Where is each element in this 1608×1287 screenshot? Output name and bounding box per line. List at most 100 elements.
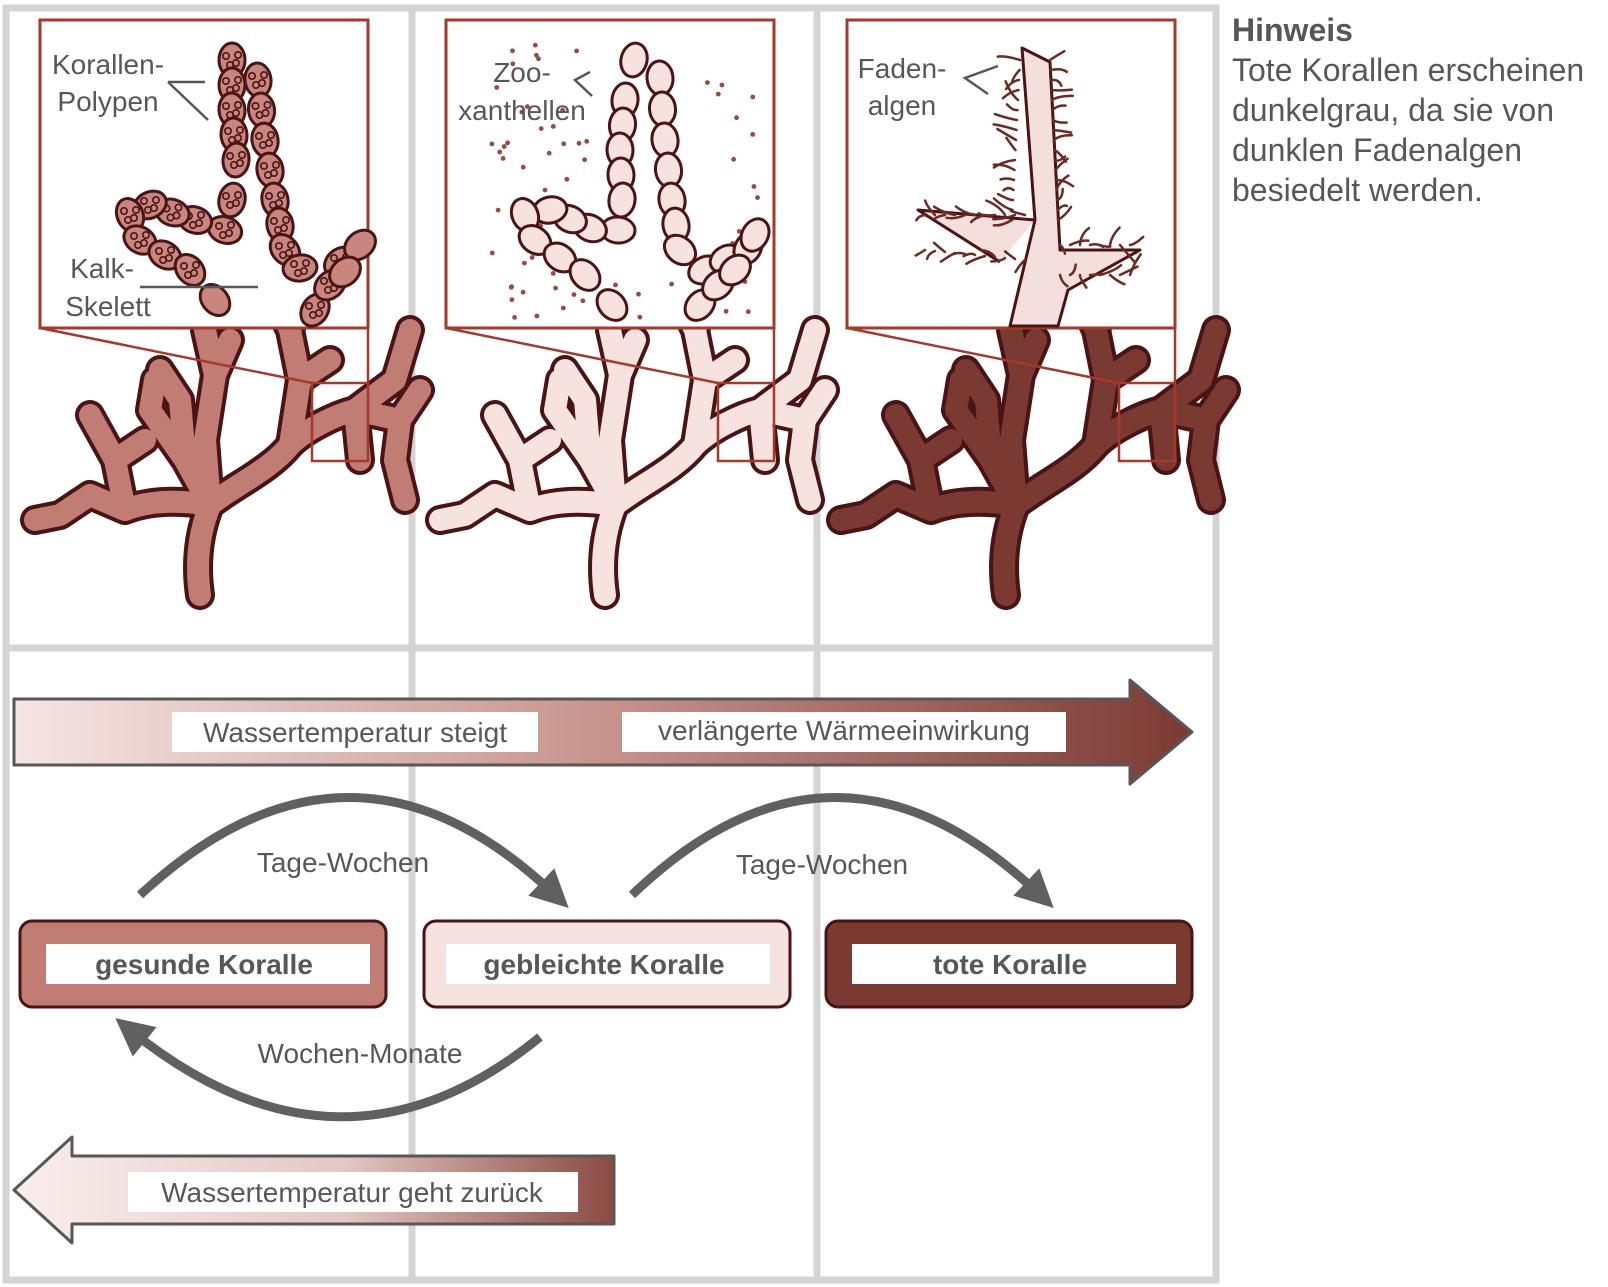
zooxanthella-dot [529, 255, 535, 260]
algae-filament [1053, 155, 1067, 162]
zooxanthella-spot [289, 259, 298, 268]
panel-healthy: Korallen- Polypen Kalk- Skelett [35, 18, 420, 595]
zooxanthella-dot [613, 282, 618, 288]
zooxanthella-dot [519, 109, 525, 115]
algae-filament [932, 241, 947, 254]
zooxanthella-spot [236, 126, 245, 135]
zooxanthella-spot [263, 171, 272, 180]
algae-filament [1068, 263, 1077, 277]
algae-filament [1108, 273, 1126, 286]
polyp [619, 41, 649, 79]
coral-healthy-illustration [35, 300, 420, 595]
zooxanthella-spot [266, 131, 275, 140]
algae-filament [1052, 134, 1074, 142]
algae-filament [991, 213, 1017, 221]
algae-filament [1054, 178, 1075, 188]
zooxanthella-dot [584, 138, 590, 144]
zooxanthella-dot [508, 284, 514, 290]
zooxanthella-dot [636, 291, 641, 297]
algae-filament [1005, 136, 1017, 152]
zooxanthella-spot [304, 301, 313, 310]
zoom-lines-bleached [445, 326, 776, 463]
state-dead-label: tote Koralle [933, 949, 1087, 980]
zooxanthella-spot [278, 251, 287, 260]
zooxanthella-spot [276, 191, 285, 200]
algae-filament [1055, 174, 1070, 192]
polyp [645, 59, 675, 97]
zooxanthella-spot [251, 102, 260, 111]
zooxanthella-spot [226, 201, 235, 210]
zooxanthella-spot [155, 247, 164, 256]
state-bleached-label: gebleichte Koralle [483, 949, 724, 980]
zooxanthella-spot [319, 276, 328, 285]
zooxanthella-spot [215, 222, 224, 231]
temperature-back-arrow: Wassertemperatur geht zurück [12, 1135, 616, 1245]
zooxanthella-spot [222, 77, 231, 86]
zooxanthella-spot [255, 132, 264, 141]
algae-filament [992, 197, 1014, 212]
zooxanthella-spot [180, 261, 189, 270]
zooxanthella-dot [576, 140, 582, 146]
algae-filament [992, 163, 1016, 172]
zooxanthella-spot [124, 216, 133, 225]
coral-bleached-illustration [440, 300, 825, 595]
polyp [647, 90, 678, 128]
algae-filament [962, 252, 977, 258]
algae-filament [989, 256, 1007, 263]
zooxanthella-spot [274, 242, 283, 251]
panel-dead: Faden- algen [841, 18, 1226, 595]
zooxanthella-dot [669, 281, 674, 287]
algae-filament [979, 248, 997, 259]
algae-filament [914, 248, 927, 257]
algae-filament [1056, 205, 1073, 222]
algae-filament [923, 199, 937, 217]
algae-filament [1078, 273, 1088, 289]
label-lines-dead [962, 64, 999, 96]
algae-filament [965, 254, 987, 266]
zooxanthella-spot [222, 51, 231, 60]
zooxanthella-dot [532, 42, 538, 48]
algae-filament [1051, 118, 1068, 124]
algae-filament [932, 205, 957, 217]
zooxanthella-spot [140, 197, 149, 206]
algae-filament [1058, 273, 1069, 288]
zooxanthella-spot [301, 258, 310, 267]
zooxanthella-dot [509, 297, 515, 303]
algae-filament [992, 158, 1017, 169]
zooxanthella-dot [637, 314, 643, 320]
zooxanthella-dot [510, 61, 516, 67]
zooxanthella-dot [495, 207, 501, 213]
state-healthy-label: gesunde Koralle [95, 949, 313, 980]
zooxanthella-dot [489, 141, 495, 147]
algae-filament [954, 205, 977, 217]
algae-filament [993, 112, 1019, 122]
algae-filament [1002, 186, 1015, 192]
zooxanthella-dot [538, 126, 544, 131]
zooxanthella-spot [269, 217, 278, 226]
zooxanthella-dot [546, 150, 552, 156]
zooxanthella-spot [227, 221, 236, 230]
zooxanthella-spot [234, 50, 243, 59]
algae-filament [932, 213, 947, 221]
zooxanthella-dot [500, 156, 506, 161]
zooxanthella-dot [520, 289, 526, 295]
algae-filament [1005, 103, 1019, 112]
algae-filament [1049, 67, 1069, 74]
polyp [328, 255, 362, 289]
polyp [568, 258, 602, 292]
zooxanthella-spot [166, 213, 175, 222]
algae-filament [1055, 187, 1064, 202]
zooxanthella-dot [497, 149, 503, 155]
dead-skeleton-with-algae [914, 46, 1145, 328]
state-bleached: gebleichte Koralle [422, 919, 792, 1009]
zooxanthella-dot [520, 164, 526, 170]
zooxanthella-dot [550, 124, 556, 129]
label-lines-healthy [140, 80, 258, 289]
polyp-chain-bleached [509, 41, 771, 322]
algae-filament [985, 199, 1007, 217]
zooxanthella-dot [582, 157, 587, 163]
zoom-inset-dead [845, 18, 1177, 330]
polyp [595, 288, 629, 322]
zooxanthella-dot [534, 313, 540, 319]
